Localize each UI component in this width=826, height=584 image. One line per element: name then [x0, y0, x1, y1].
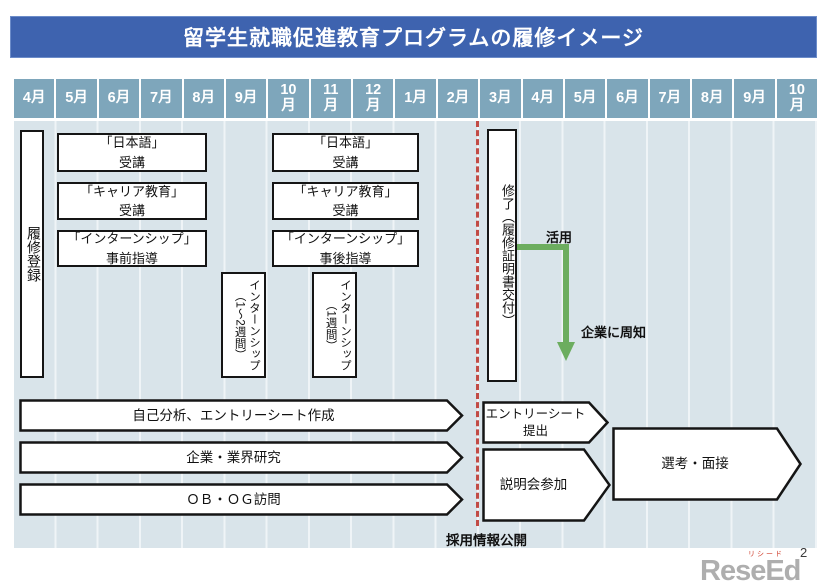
term2-internship-box: インターンシップ （1週間）	[312, 272, 357, 378]
recruitment-deadline-line	[476, 121, 479, 526]
term2-career-line1: 「キャリア教育」	[293, 183, 398, 199]
month-cell-18: 10月	[776, 79, 818, 118]
month-cell-12: 4月	[522, 79, 563, 118]
ob-og-visit-arrow: ＯＢ・ＯＧ訪問	[19, 483, 464, 516]
term1-japanese-line1: 「日本語」	[99, 135, 165, 150]
month-cell-7: 11月	[310, 79, 351, 118]
month-cell-17: 9月	[734, 79, 775, 118]
slide-title: 留学生就職促進教育プログラムの履修イメージ	[183, 27, 644, 50]
month-cell-10: 2月	[437, 79, 479, 118]
month-cell-6: 10月	[268, 79, 309, 118]
registration-box: 履修登録	[20, 130, 44, 378]
term2-internship-line2: （1週間）	[324, 298, 337, 352]
self-analysis-arrow: 自己分析、エントリーシート作成	[19, 399, 464, 432]
selection-interview-label: 選考・面接	[661, 456, 729, 472]
completion-label: 修了（履修証明書交付）	[500, 184, 515, 327]
term2-internship-guidance-line2: 事後指導	[319, 250, 372, 266]
term2-internship-line1: インターンシップ	[339, 279, 351, 371]
slide-title-bar: 留学生就職促進教育プログラムの履修イメージ	[10, 16, 817, 58]
completion-box: 修了（履修証明書交付）	[487, 129, 517, 382]
term1-career-line1: 「キャリア教育」	[79, 183, 184, 199]
notify-companies-note: 企業に周知	[581, 325, 647, 340]
month-cell-3: 7月	[141, 79, 182, 118]
reseed-logo-ruby: リシード	[748, 551, 784, 558]
month-cell-4: 8月	[183, 79, 224, 118]
term2-internship-guidance-box: 「インターンシップ」 事後指導	[272, 230, 419, 267]
month-cell-13: 5月	[564, 79, 606, 118]
month-cell-9: 1月	[395, 79, 436, 118]
term1-japanese-box: 「日本語」 受講	[57, 133, 207, 172]
page-number: 2	[800, 545, 808, 560]
term2-internship-guidance-line1: 「インターンシップ」	[280, 231, 411, 246]
month-cell-5: 9月	[225, 79, 267, 118]
month-cell-14: 6月	[607, 79, 648, 118]
month-cell-11: 3月	[480, 79, 521, 118]
term1-japanese-line2: 受講	[118, 154, 145, 170]
term1-internship-guidance-box: 「インターンシップ」 事前指導	[57, 230, 207, 267]
term1-internship-guidance-line1: 「インターンシップ」	[67, 231, 197, 246]
month-cell-1: 5月	[56, 79, 97, 118]
entry-sheet-submit-arrow: エントリーシート提出	[482, 401, 609, 444]
ob-og-visit-label: ＯＢ・ＯＧ訪問	[186, 491, 281, 507]
recruitment-info-note: 採用情報公開	[446, 533, 527, 548]
use-certificate-note: 活用	[546, 230, 573, 245]
reseed-logo: リシード ReseEd	[700, 551, 826, 584]
entry-sheet-submit-label: エントリーシート提出	[485, 407, 586, 438]
self-analysis-label: 自己分析、エントリーシート作成	[132, 407, 335, 423]
reseed-logo-text: ReseEd	[700, 555, 801, 584]
term1-internship-line2: （1～2週間）	[233, 289, 246, 361]
month-cell-8: 12月	[353, 79, 394, 118]
registration-label: 履修登録	[26, 226, 42, 282]
briefing-session-arrow: 説明会参加	[482, 448, 611, 522]
industry-research-label: 企業・業界研究	[186, 449, 281, 465]
industry-research-arrow: 企業・業界研究	[19, 441, 464, 474]
term1-internship-box: インターンシップ （1～2週間）	[221, 272, 266, 378]
month-cell-15: 7月	[649, 79, 690, 118]
term1-career-line2: 受講	[118, 203, 145, 218]
month-cell-2: 6月	[98, 79, 140, 118]
term2-career-line2: 受講	[332, 203, 359, 218]
term1-internship-line1: インターンシップ	[248, 279, 260, 371]
term2-japanese-line2: 受講	[332, 154, 359, 170]
month-cell-0: 4月	[14, 79, 55, 118]
month-cell-16: 8月	[692, 79, 733, 118]
briefing-session-label: 説明会参加	[499, 477, 568, 493]
term1-internship-guidance-line2: 事前指導	[105, 250, 158, 266]
term2-career-box: 「キャリア教育」 受講	[272, 182, 419, 220]
term2-japanese-box: 「日本語」 受講	[272, 133, 419, 172]
term2-japanese-line1: 「日本語」	[312, 135, 378, 150]
term1-career-box: 「キャリア教育」 受講	[57, 182, 207, 220]
selection-interview-arrow: 選考・面接	[612, 427, 802, 501]
